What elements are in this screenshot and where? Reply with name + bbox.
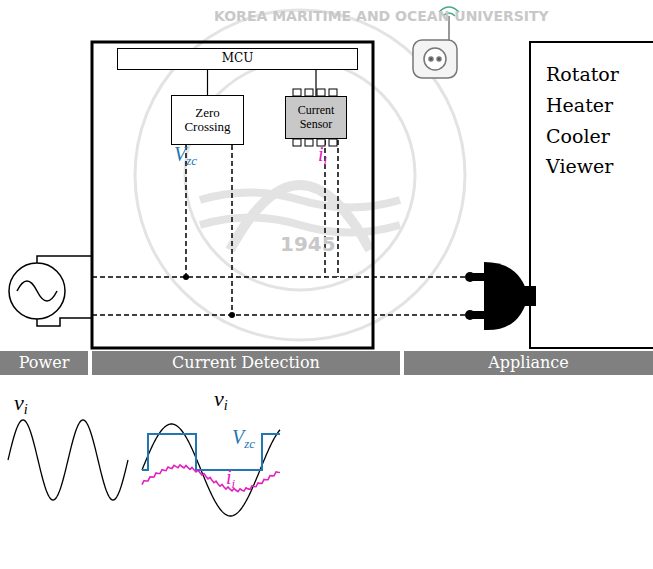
node-label: Current Detection: [172, 354, 320, 372]
ac-source: [9, 256, 92, 326]
input-voltage-wave: [142, 424, 280, 516]
watermark: 1945: [280, 232, 336, 256]
detection-housing: [92, 42, 373, 348]
signal-line: [315, 70, 316, 96]
node-label: MCU: [222, 52, 254, 65]
section-band: Power: [0, 351, 88, 375]
signal-name: ii: [318, 143, 327, 169]
wiring: [92, 140, 470, 315]
appliance-names: Rotator Heater Cooler Viewer: [546, 59, 619, 182]
watermark: KOREA MARITIME AND OCEAN UNIVERSITY: [214, 8, 549, 24]
signal-name: Vzc: [174, 143, 197, 169]
signal-name: ii: [226, 466, 235, 492]
node-label: Power: [19, 354, 70, 372]
plug: [470, 262, 536, 330]
signal-name: Vzc: [232, 426, 255, 452]
section-band: Current Detection: [92, 351, 400, 375]
block-box: MCU: [117, 48, 358, 70]
node-label: Appliance: [488, 354, 569, 372]
signal-line: [207, 70, 208, 95]
junction-dots: [183, 272, 475, 320]
block-box: Zero Crossing: [171, 95, 244, 145]
block-box: Current Sensor: [285, 96, 347, 139]
appliance-housing: [530, 42, 653, 348]
current-wave: [142, 465, 280, 492]
appliance-list: Rotator Heater Cooler Viewer: [543, 58, 643, 188]
zero-crossing-wave: [142, 434, 280, 470]
section-band: Appliance: [404, 351, 653, 375]
signal-name: vi: [14, 390, 28, 418]
node-label: Current Sensor: [298, 104, 335, 130]
input-voltage-wave: [8, 420, 128, 500]
node-label: Zero Crossing: [184, 106, 230, 135]
signal-name: vi: [214, 386, 228, 414]
waveforms: [8, 420, 280, 516]
